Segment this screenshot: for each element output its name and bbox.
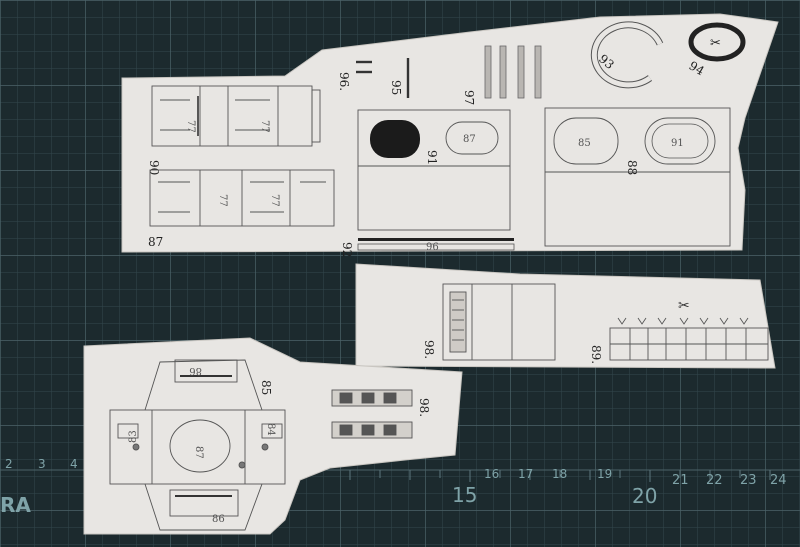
part-77-label: 77 <box>217 194 228 207</box>
part-87-label: 87 <box>148 235 163 249</box>
part-89-strip <box>609 317 769 361</box>
part-95-label: 95 <box>389 80 403 95</box>
part-77-label: 77 <box>269 194 280 207</box>
part-96-strip-label: 96 <box>426 242 439 253</box>
ruler-number: 3 <box>38 457 46 471</box>
ruler-number: 21 <box>672 473 689 488</box>
part-87-oval <box>445 121 499 155</box>
part-87-box-net <box>149 169 335 227</box>
part-89-label: 89. <box>589 345 603 364</box>
part-91-label: 91 <box>425 150 439 165</box>
part-90-box-net <box>151 85 321 147</box>
part-87-center-label: 87 <box>193 446 204 459</box>
part-90-label: 90 <box>147 160 161 175</box>
part-86-label: 86 <box>189 365 202 376</box>
part-96-label: 96. <box>337 72 351 91</box>
ruler-number: 24 <box>770 473 787 488</box>
part-83-label: 83 <box>128 430 139 443</box>
mat-ruler: RA 2 3 4 15 16 17 18 19 20 21 22 23 24 <box>0 457 800 517</box>
part-86-label: 86 <box>212 514 225 525</box>
paper-sheet-top: 77 77 90 77 77 87 96. 95 <box>121 13 779 257</box>
part-92-strip <box>358 238 514 241</box>
part-88-panel <box>544 107 731 247</box>
part-87-box-net <box>109 359 286 531</box>
ruler-number: 16 <box>484 467 499 481</box>
ruler-number: 19 <box>597 467 612 481</box>
paper-sheet-bottom: 86 85 87 86 83 84 98. <box>83 337 463 535</box>
part-77-label: 77 <box>259 120 270 133</box>
part-91-oval-inner <box>651 123 709 159</box>
scissors-icon: ✂ <box>710 36 721 51</box>
part-98-strips <box>331 389 413 439</box>
part-85-label: 85 <box>259 380 273 395</box>
part-96-strip <box>357 243 515 251</box>
part-92-label: 92 <box>340 242 354 257</box>
part-91-dark-oval <box>370 120 420 158</box>
ruler-number: 4 <box>70 457 78 471</box>
part-84-label: 84 <box>265 423 276 436</box>
paper-sheet-middle: 98. ✂ 89. <box>355 263 776 369</box>
ruler-number: 22 <box>706 473 723 488</box>
ruler-number: 15 <box>452 483 477 507</box>
part-98-label: 98. <box>422 340 436 359</box>
part-94-ring <box>688 22 746 62</box>
part-91-oval-outer <box>644 117 716 165</box>
part-94-label: 94 <box>687 58 708 78</box>
part-91-panel <box>357 109 511 231</box>
ruler-number: 23 <box>740 473 757 488</box>
part-98-panel <box>442 283 556 361</box>
ruler-number: 2 <box>5 457 13 471</box>
part-85-oval-label: 85 <box>578 138 591 149</box>
scissors-icon: ✂ <box>678 298 690 314</box>
ruler-number: 17 <box>518 467 533 481</box>
part-91-oval-label: 91 <box>671 138 684 149</box>
ruler-partial-text: RA <box>0 493 31 517</box>
ruler-number: 20 <box>632 484 657 508</box>
part-85-oval <box>553 117 619 165</box>
part-88-label: 88 <box>625 160 639 175</box>
part-96-strips <box>356 60 372 74</box>
part-97-strips <box>484 45 542 99</box>
part-77-label: 77 <box>185 120 196 133</box>
part-97-label: 97 <box>462 90 476 105</box>
part-87-oval-label: 87 <box>463 134 476 145</box>
ruler-number: 18 <box>552 467 567 481</box>
part-98-label: 98. <box>417 398 431 417</box>
